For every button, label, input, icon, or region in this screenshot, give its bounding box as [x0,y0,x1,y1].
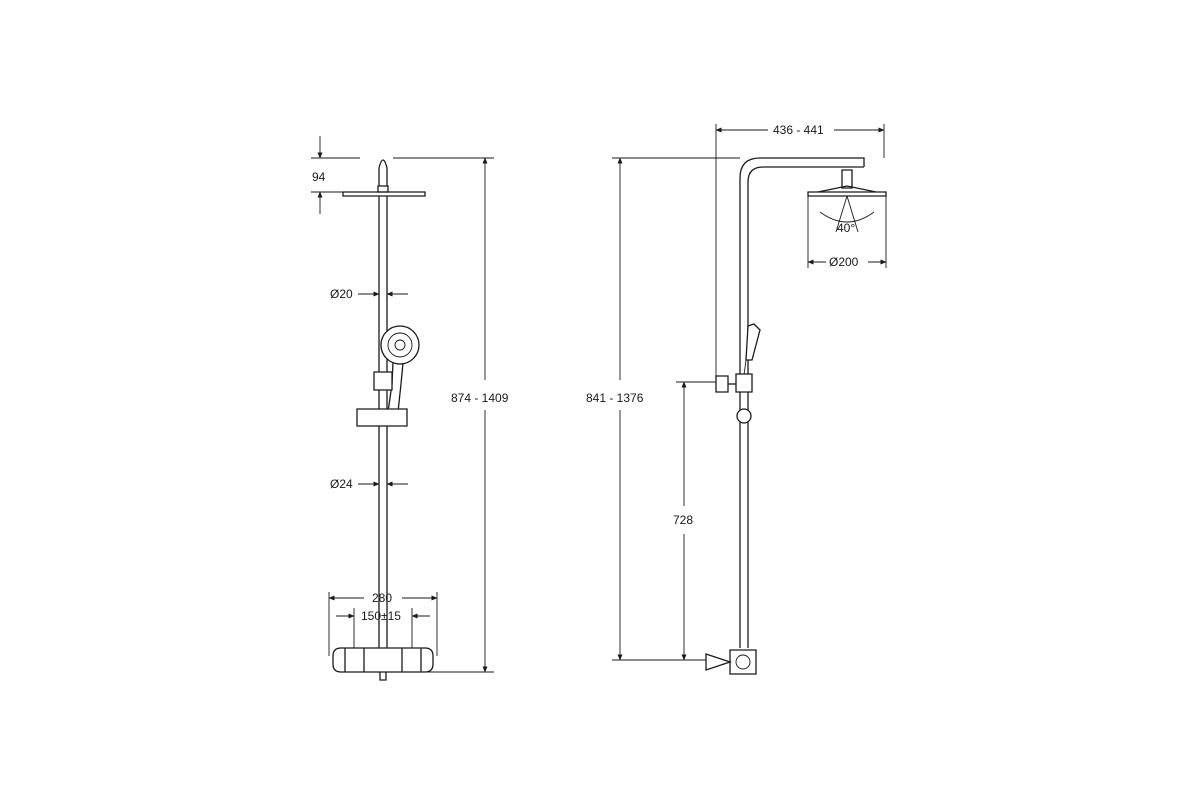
side-rail-clamp [735,373,753,393]
side-head-connector [841,169,853,189]
side-shower-head [807,191,887,197]
side-mixer-knob [735,654,751,670]
side-hand-shower [745,323,761,361]
side-slider-knob [736,408,752,424]
side-dim-arm-projection: 436 - 441 [773,123,824,137]
front-dim-top-offset: 94 [312,170,326,184]
front-dim-total-height: 874 - 1409 [451,391,509,405]
front-hand-shower-ring [387,332,413,358]
side-dim-total-height: 841 - 1376 [586,391,644,405]
side-wall-bracket [715,375,729,393]
front-holder [373,371,393,391]
side-view: 40° Ø200 436 - 441 841 - 1376 [586,123,887,675]
front-mixer-right-knob [401,648,422,672]
front-dim-rail-top: Ø20 [330,287,353,301]
front-hand-shower-center [394,339,406,351]
front-rail-top-cap [378,159,388,186]
front-dim-mixer-width: 280 [372,591,392,605]
side-head-top [817,185,877,193]
front-head-connector [377,185,389,193]
front-view: 94 Ø20 Ø24 874 - 1409 280 150±15 [311,136,509,681]
side-mixer-valve [729,649,757,675]
side-arm-outer [739,157,865,648]
side-hand-shower-hose [743,359,747,376]
side-arm-inner [747,166,864,648]
front-mixer-outlet [379,672,387,681]
front-slider-block [356,408,408,427]
side-dim-bracket-height: 728 [673,513,693,527]
front-mixer-body [332,647,434,673]
side-dim-spray-angle: 40° [837,221,855,235]
front-mixer-left-knob [344,648,365,672]
front-dim-rail-bottom: Ø24 [330,477,353,491]
side-dim-head-diameter: Ø200 [829,255,859,269]
front-shower-head-disc [342,191,426,197]
side-mixer-inlet [705,653,733,671]
front-dim-inlet-spacing: 150±15 [361,609,401,623]
front-hand-shower-head [380,325,420,365]
